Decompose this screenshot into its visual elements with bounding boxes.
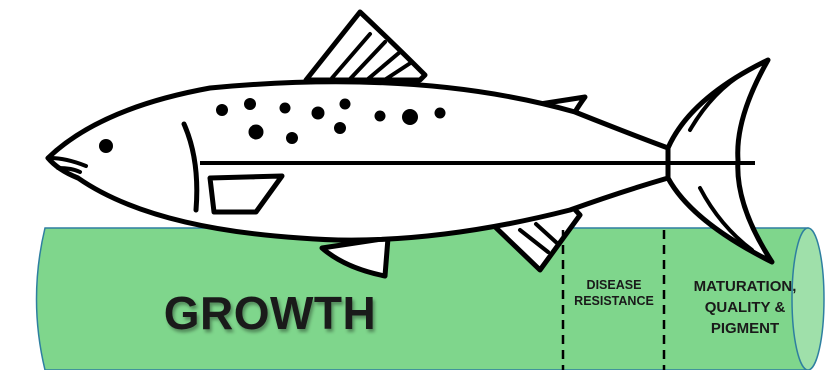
- maturation-label-line2: QUALITY &: [672, 297, 818, 318]
- maturation-label-line1: MATURATION,: [672, 276, 818, 297]
- eye: [99, 139, 113, 153]
- maturation-label-line3: PIGMENT: [672, 318, 818, 339]
- disease-label-line2: RESISTANCE: [568, 294, 660, 310]
- growth-label: GROWTH: [150, 285, 390, 343]
- disease-label-line1: DISEASE: [568, 278, 660, 294]
- disease-resistance-label: DISEASE RESISTANCE: [568, 278, 660, 309]
- maturation-quality-pigment-label: MATURATION, QUALITY & PIGMENT: [672, 276, 818, 339]
- dorsal-fin: [306, 12, 425, 80]
